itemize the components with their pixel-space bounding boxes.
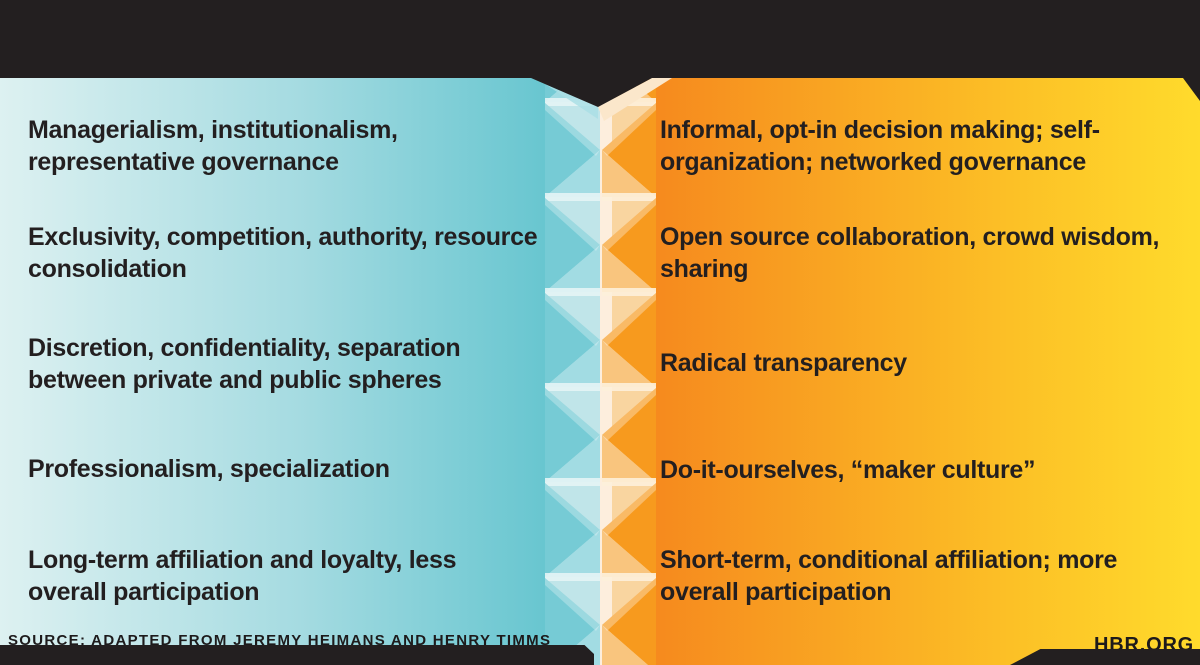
new-power-item-4: Do-it-ourselves, “maker culture”: [660, 456, 1036, 484]
old-power-item-2: Exclusivity, competition, authority, res…: [28, 223, 538, 283]
bottom-left-black-bar: [0, 645, 594, 665]
old-power-item-1: Managerialism, institutionalism, represe…: [28, 116, 398, 176]
source-credit: SOURCE: ADAPTED FROM JEREMY HEIMANS AND …: [8, 632, 552, 649]
header-corner-cut: [1183, 78, 1200, 101]
old-power-item-4: Professionalism, specialization: [28, 455, 390, 483]
old-power-column-background: [0, 78, 545, 665]
old-power-item-3: Discretion, confidentiality, separation …: [28, 334, 461, 394]
bottom-right-black-wedge: [1010, 649, 1200, 665]
notch-cream-highlight: [598, 78, 672, 121]
new-power-item-5: Short-term, conditional affiliation; mor…: [660, 546, 1118, 606]
new-power-column-background: [656, 78, 1200, 665]
new-power-item-3: Radical transparency: [660, 349, 907, 377]
new-power-item-2: Open source collaboration, crowd wisdom,…: [660, 223, 1160, 283]
old-power-item-5: Long-term affiliation and loyalty, less …: [28, 546, 457, 606]
header-black-bar: [0, 0, 1200, 107]
new-power-item-1: Informal, opt-in decision making; self-o…: [660, 116, 1100, 176]
